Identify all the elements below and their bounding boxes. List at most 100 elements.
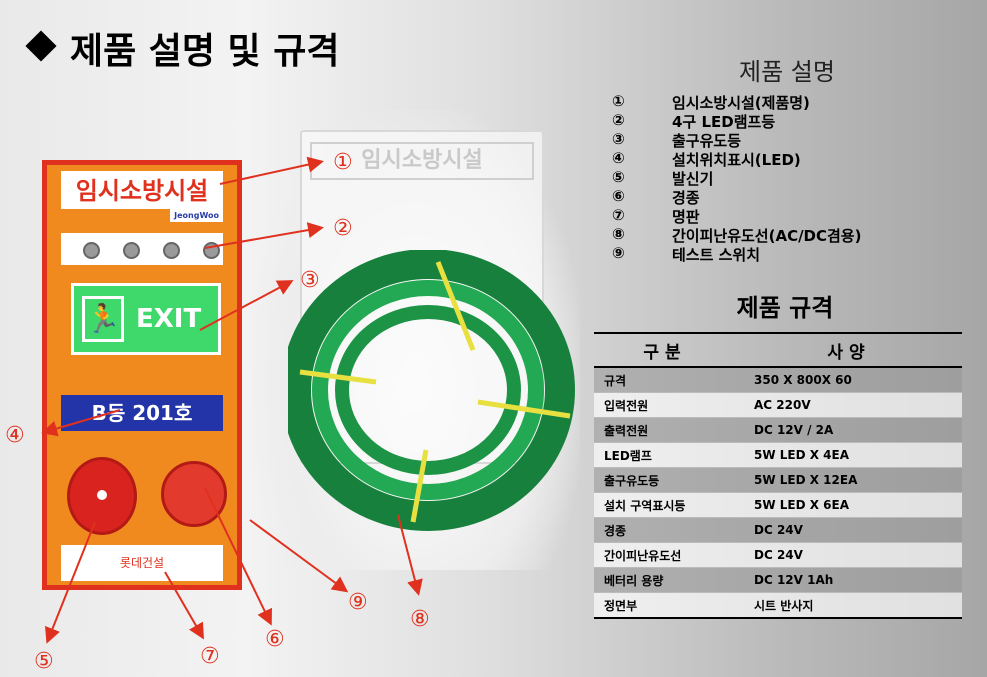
spec-label: 입력전원 xyxy=(594,392,730,418)
transmitter-button-icon xyxy=(97,490,107,500)
callout-6: ⑥ xyxy=(265,627,285,652)
arrow-9 xyxy=(249,519,349,593)
list-item: ⑨ 테스트 스위치 xyxy=(612,244,952,264)
item-text: 설치위치표시(LED) xyxy=(672,151,801,169)
running-man-icon: 🏃 xyxy=(82,296,124,342)
list-item: ⑦ 명판 xyxy=(612,206,952,226)
list-item: ③ 출구유도등 xyxy=(612,130,952,150)
arrow-5 xyxy=(45,521,96,644)
page-title: 제품 설명 및 규격 xyxy=(25,22,339,74)
background-device-name: 임시소방시설 xyxy=(310,142,534,180)
list-item: ② 4구 LED램프등 xyxy=(612,111,952,131)
spec-label: 출력전원 xyxy=(594,417,730,443)
alarm-bell xyxy=(161,461,227,527)
item-marker: ⑦ xyxy=(612,206,625,224)
arrow-6 xyxy=(204,487,272,626)
spec-value: 시트 반사지 xyxy=(730,592,962,619)
item-marker: ② xyxy=(612,111,625,129)
spec-label: 베터리 용량 xyxy=(594,567,730,593)
hose-coil-inner xyxy=(335,305,521,475)
item-text: 출구유도등 xyxy=(672,132,742,150)
device-name-label: 임시소방시설 xyxy=(61,171,223,209)
item-text: 임시소방시설(제품명) xyxy=(672,94,810,112)
item-text: 테스트 스위치 xyxy=(672,246,761,264)
item-text: 4구 LED램프등 xyxy=(672,113,776,131)
hose-tie xyxy=(410,449,429,523)
exit-sign-text: EXIT xyxy=(136,304,202,334)
spec-label: 간이피난유도선 xyxy=(594,542,730,568)
spec-label: LED램프 xyxy=(594,442,730,468)
item-marker: ⑨ xyxy=(612,244,625,262)
list-item: ⑤ 발신기 xyxy=(612,168,952,188)
arrow-1 xyxy=(219,156,324,185)
callout-2: ② xyxy=(333,216,353,241)
arrow-8 xyxy=(397,514,423,596)
callout-8: ⑧ xyxy=(410,607,430,632)
item-marker: ⑤ xyxy=(612,168,625,186)
item-marker: ③ xyxy=(612,130,625,148)
led-lamp-strip xyxy=(61,233,223,265)
arrow-4 xyxy=(41,409,121,437)
spec-label: 규격 xyxy=(594,367,730,393)
item-marker: ⑧ xyxy=(612,225,625,243)
spec-value: DC 24V xyxy=(730,517,962,543)
spec-header-row: 구 분 사 양 xyxy=(594,332,962,368)
spec-value: 5W LED X 4EA xyxy=(730,442,962,468)
callout-4: ④ xyxy=(5,423,25,448)
list-item: ⑥ 경종 xyxy=(612,187,952,207)
led-lamp-icon xyxy=(83,242,100,259)
hose-coil-middle xyxy=(312,280,544,500)
spec-label: 설치 구역표시등 xyxy=(594,492,730,518)
spec-header-value: 사 양 xyxy=(730,332,962,368)
alarm-transmitter xyxy=(67,457,137,535)
spec-value: 5W LED X 12EA xyxy=(730,467,962,493)
arrow-3 xyxy=(199,280,294,331)
list-item: ④ 설치위치표시(LED) xyxy=(612,149,952,169)
list-item: ⑧ 간이피난유도선(AC/DC겸용) xyxy=(612,225,952,245)
spec-value: DC 12V 1Ah xyxy=(730,567,962,593)
spec-label: 출구유도등 xyxy=(594,467,730,493)
led-lamp-icon xyxy=(123,242,140,259)
spec-value: DC 24V xyxy=(730,542,962,568)
arrow-7 xyxy=(164,571,205,640)
evacuation-guide-line xyxy=(288,250,575,531)
spec-value: AC 220V xyxy=(730,392,962,418)
callout-5: ⑤ xyxy=(34,649,54,674)
spec-value: DC 12V / 2A xyxy=(730,417,962,443)
item-text: 경종 xyxy=(672,189,700,207)
item-text: 간이피난유도선(AC/DC겸용) xyxy=(672,227,862,245)
item-text: 발신기 xyxy=(672,170,714,188)
spec-header-category: 구 분 xyxy=(594,332,730,368)
spec-label: 경종 xyxy=(594,517,730,543)
led-lamp-icon xyxy=(163,242,180,259)
hose-tie xyxy=(299,369,377,385)
callout-1: ① xyxy=(333,150,353,175)
callout-9: ⑨ xyxy=(348,590,368,615)
item-marker: ④ xyxy=(612,149,625,167)
hose-coil-outer xyxy=(288,250,575,531)
callout-3: ③ xyxy=(300,268,320,293)
exit-sign: 🏃 EXIT xyxy=(71,283,221,355)
item-text: 명판 xyxy=(672,208,700,226)
hose-tie xyxy=(477,399,571,419)
description-title: 제품 설명 xyxy=(739,58,835,86)
device-logo: JeongWoo xyxy=(170,209,223,222)
arrow-2 xyxy=(204,222,324,249)
hose-tie xyxy=(435,261,476,351)
item-marker: ⑥ xyxy=(612,187,625,205)
spec-label: 정면부 xyxy=(594,592,730,619)
